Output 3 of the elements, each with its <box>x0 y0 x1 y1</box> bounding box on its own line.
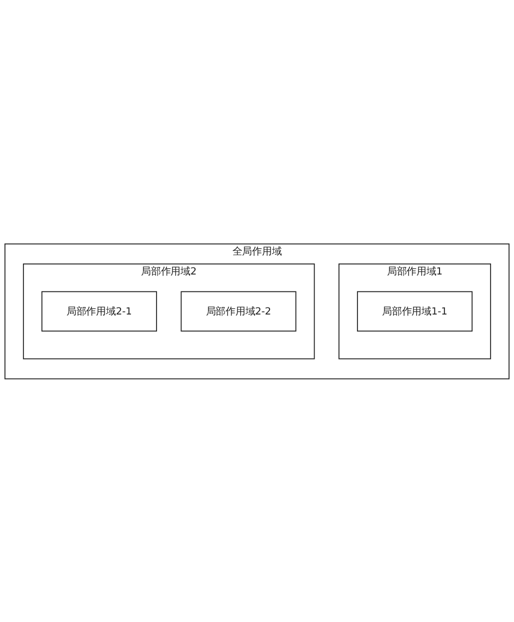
node-box: 局部作用域2-1 <box>41 290 158 332</box>
node-box: 局部作用域1-1 <box>356 290 473 332</box>
node-box: 局部作用域2-2 <box>180 290 296 332</box>
